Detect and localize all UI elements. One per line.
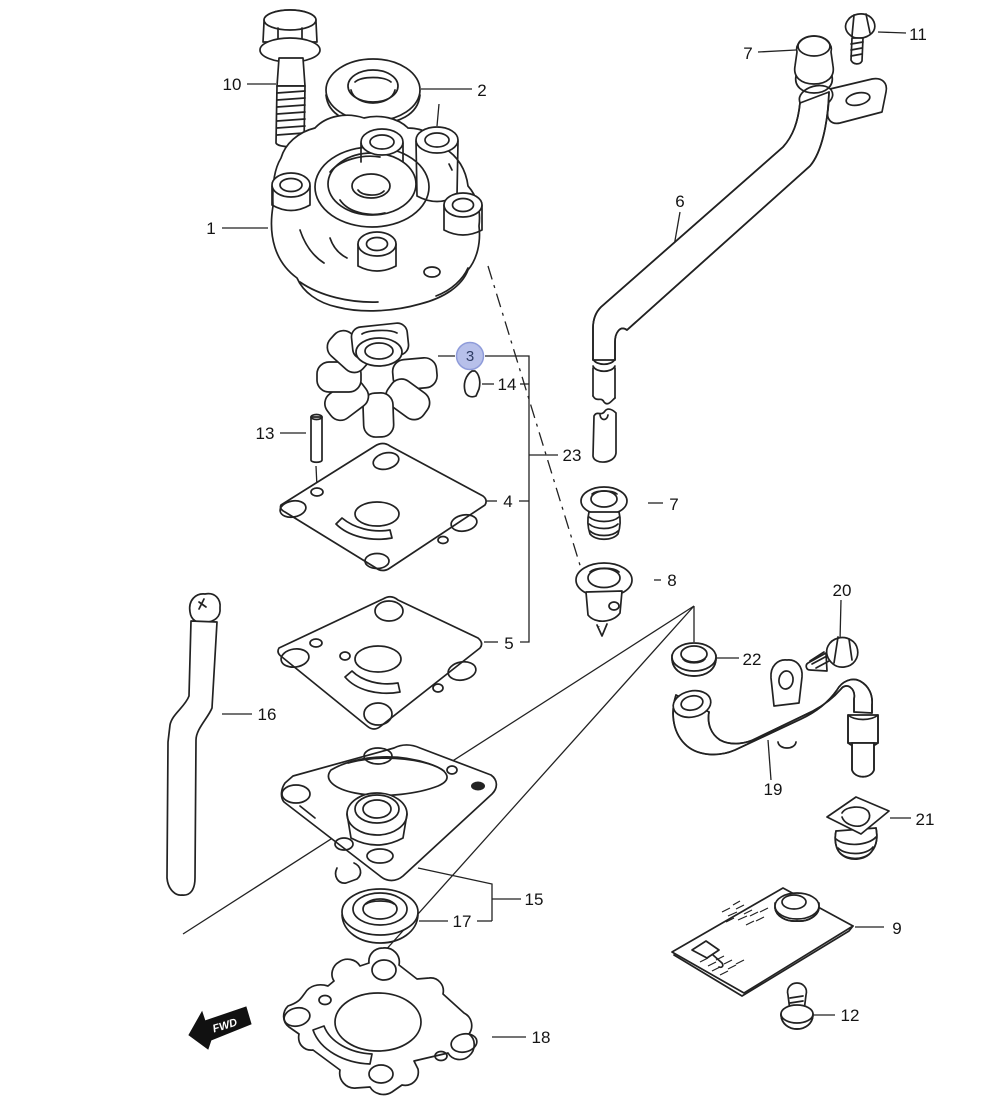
part-drawing-gasket-5 xyxy=(277,595,483,730)
part-label-17[interactable]: 17 xyxy=(453,912,472,931)
part-drawing-pump-base-15 xyxy=(280,744,498,884)
part-label-18[interactable]: 18 xyxy=(532,1028,551,1047)
part-label-9[interactable]: 9 xyxy=(892,919,901,938)
part-label-11[interactable]: 11 xyxy=(909,25,927,44)
part-drawing-grommet-7-mid xyxy=(580,486,628,541)
part-drawing-bolt-10 xyxy=(259,9,321,148)
part-drawing-tube-6 xyxy=(592,77,888,463)
pointer-wedge-line xyxy=(374,605,695,963)
part-label-23[interactable]: 23 xyxy=(563,446,582,465)
part-drawing-grommet-7-top xyxy=(793,35,835,94)
part-label-1[interactable]: 1 xyxy=(206,219,215,238)
part-label-14[interactable]: 14 xyxy=(498,375,517,394)
leader-lines xyxy=(182,31,911,1038)
part-label-19[interactable]: 19 xyxy=(764,780,783,799)
part-drawing-bolt-20 xyxy=(805,636,859,672)
part-drawing-impeller-3 xyxy=(316,322,438,438)
part-label-7-top[interactable]: 7 xyxy=(743,44,752,63)
hatch-marks xyxy=(699,900,769,976)
part-drawing-bolt-11 xyxy=(844,13,876,65)
part-label-3[interactable]: 3 xyxy=(466,348,474,365)
part-label-7-mid[interactable]: 7 xyxy=(669,495,678,514)
part-label-3-highlighted[interactable]: 3 xyxy=(455,341,485,371)
part-drawing-key-14 xyxy=(463,370,481,398)
part-label-15[interactable]: 15 xyxy=(525,890,544,909)
highlight-circle[interactable] xyxy=(455,341,485,371)
part-drawing-washer-2 xyxy=(325,58,421,125)
part-drawing-ring-22 xyxy=(671,642,717,677)
part-label-13[interactable]: 13 xyxy=(256,424,275,443)
part-callouts: 1 2 3 4 5 6 7 7 8 9 10 11 12 13 14 15 16… xyxy=(206,25,934,1047)
part-drawing-seal-17 xyxy=(341,888,419,944)
part-label-8[interactable]: 8 xyxy=(667,571,676,590)
part-drawing-grommet-8 xyxy=(575,562,633,637)
part-label-6[interactable]: 6 xyxy=(675,192,684,211)
part-label-16[interactable]: 16 xyxy=(258,705,277,724)
part-drawing-tube-16 xyxy=(166,592,221,896)
fwd-arrow: FWD xyxy=(188,1006,252,1050)
part-drawing-grommet-21 xyxy=(826,796,890,860)
part-drawing-screw-12 xyxy=(780,982,814,1030)
part-drawing-gasket-18 xyxy=(282,947,478,1096)
centerline-dashdot xyxy=(487,265,600,628)
part-label-20[interactable]: 20 xyxy=(833,581,852,600)
part-label-10[interactable]: 10 xyxy=(223,75,242,94)
part-drawing-pipe-19 xyxy=(672,659,879,778)
part-label-12[interactable]: 12 xyxy=(841,1006,860,1025)
part-drawing-pin-13 xyxy=(310,413,323,464)
part-label-5[interactable]: 5 xyxy=(504,634,513,653)
part-drawing-pump-case-1 xyxy=(270,114,483,312)
down-arrow-mark xyxy=(596,623,608,637)
part-label-2[interactable]: 2 xyxy=(477,81,486,100)
part-label-21[interactable]: 21 xyxy=(916,810,935,829)
part-drawing-plate-9 xyxy=(671,887,854,997)
part-drawing-plate-4 xyxy=(279,442,487,572)
part-label-22[interactable]: 22 xyxy=(743,650,762,669)
part-label-4[interactable]: 4 xyxy=(503,492,512,511)
